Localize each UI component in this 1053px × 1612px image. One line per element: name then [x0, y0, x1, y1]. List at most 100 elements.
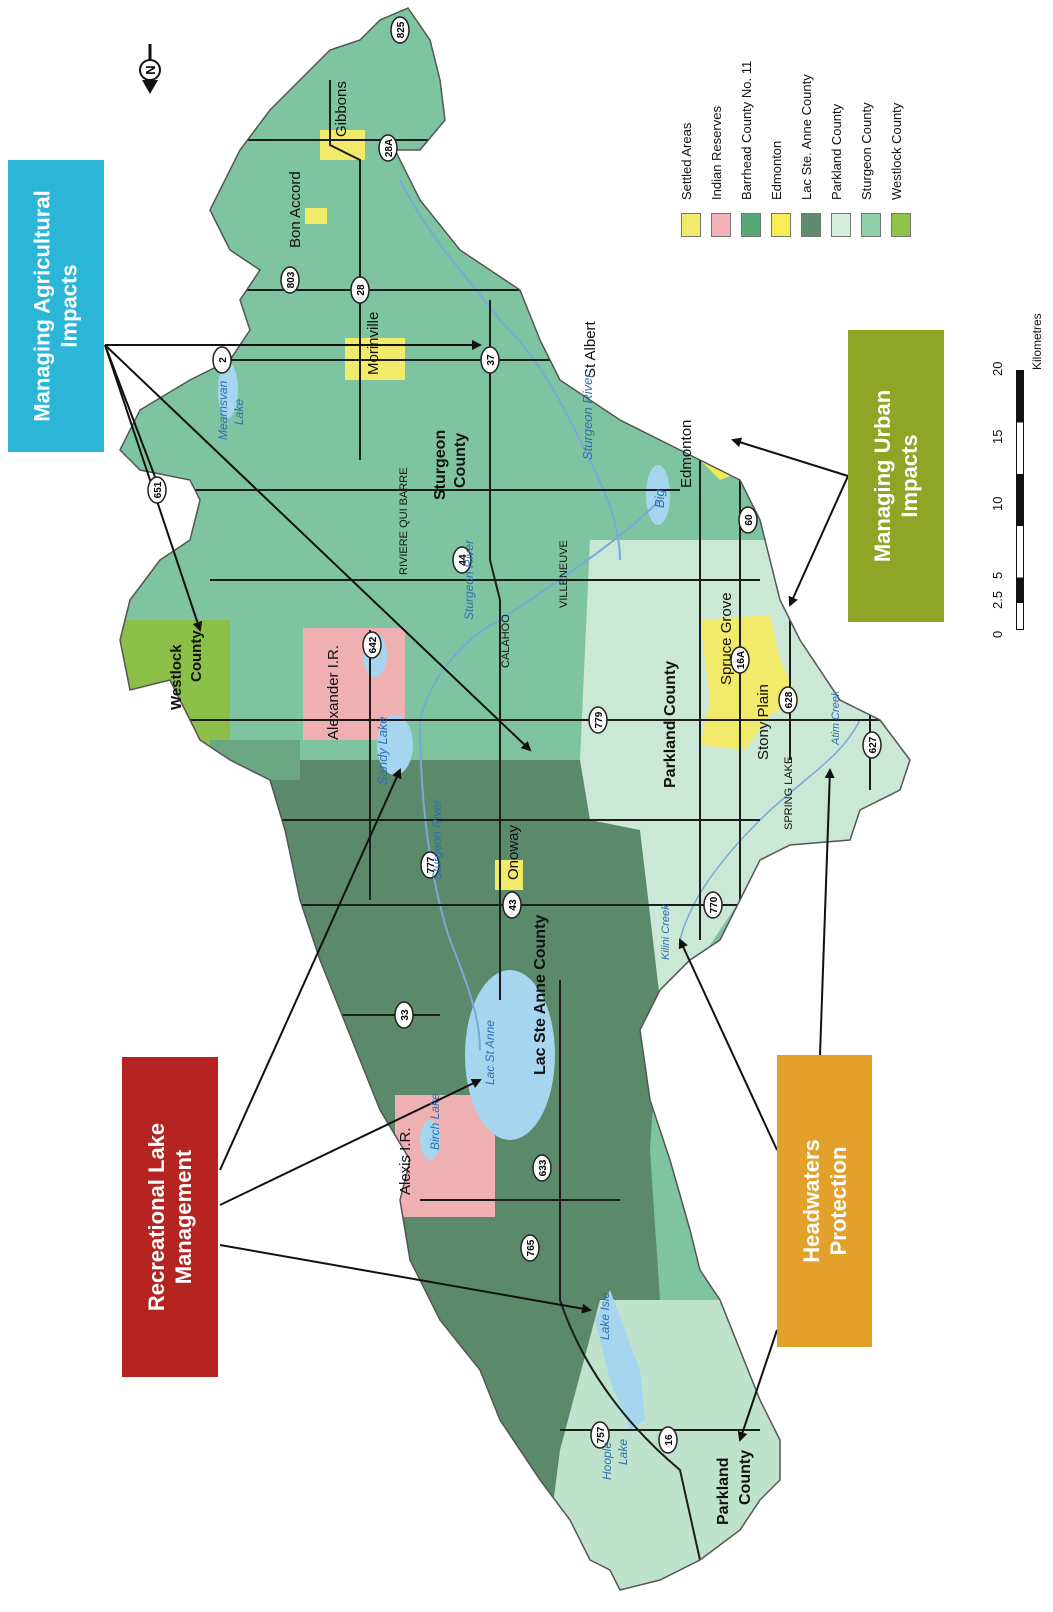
highway-shield-803: 803 — [280, 266, 300, 294]
map-label-big: Big — [652, 489, 667, 508]
highway-shield-765: 765 — [520, 1234, 540, 1262]
highway-shield-777: 777 — [420, 851, 440, 879]
map-label-bon-accord: Bon Accord — [287, 171, 304, 248]
callout-head-line2: Protection — [825, 1146, 851, 1256]
legend-swatch — [681, 213, 701, 237]
legend-label: Indian Reserves — [709, 106, 724, 200]
highway-shield-628: 628 — [778, 686, 798, 714]
legend-label: Barrhead County No. 11 — [739, 60, 754, 200]
arrow-rec-2 — [219, 1078, 482, 1206]
arrow-rec-1 — [219, 768, 402, 1171]
map-label-alexis: Alexis I.R. — [397, 1127, 414, 1195]
highway-shield-2: 2 — [212, 346, 232, 374]
map-label-parkland-county: Parkland County — [662, 660, 679, 788]
map-label-birch: Birch Lake — [428, 1093, 442, 1150]
highway-shield-627: 627 — [862, 731, 882, 759]
scale-tick-label: 20 — [990, 361, 1005, 376]
legend-label: Settled Areas — [679, 122, 694, 200]
arrow-agri-2 — [104, 344, 532, 752]
north-arrow-icon: N — [139, 44, 161, 94]
map-label-lac-st-anne: Lac St Anne — [483, 1020, 497, 1085]
highway-shield-779: 779 — [588, 706, 608, 734]
north-arrow: N — [130, 40, 170, 100]
highway-shield-633: 633 — [532, 1154, 552, 1182]
scale-tick-label: 15 — [990, 429, 1005, 444]
legend-swatch — [741, 213, 761, 237]
map-label-sandy: Sandy Lake — [375, 716, 390, 785]
map-label-sturgeon-county2: County — [452, 432, 469, 488]
settled-bon-accord — [305, 208, 327, 224]
map-label-morinville: Morinville — [365, 311, 382, 375]
map-label-onoway: Onoway — [505, 824, 522, 880]
map-label-spruce-grove: Spruce Grove — [718, 592, 735, 685]
legend-label: Edmonton — [769, 140, 784, 200]
lake-birch — [420, 1120, 440, 1160]
scale-unit: Kilometres — [1030, 313, 1044, 370]
callout-head-line1: Headwaters — [798, 1139, 824, 1263]
map-label-sturgeon-river3: Sturgeon River — [430, 799, 444, 880]
callout-urban-line1: Managing Urban — [870, 389, 895, 563]
highway-number: 627 — [868, 736, 879, 753]
map-label-hoople2: Lake — [616, 1438, 630, 1465]
highway-number: 642 — [368, 636, 379, 653]
scale-tick-label: 2.5 — [990, 590, 1005, 609]
legend-swatch — [861, 213, 881, 237]
map-label-stony-plain: Stony Plain — [755, 684, 772, 760]
map-label-st-albert: St Albert — [582, 321, 599, 378]
highway-number: 633 — [538, 1159, 549, 1176]
lake-mearnsvan — [218, 362, 238, 418]
arrow-head-3 — [737, 1329, 778, 1442]
scale-tick-label: 5 — [990, 571, 1005, 579]
map-label-parkland-sw2: County — [737, 1449, 754, 1505]
legend-swatch — [801, 213, 821, 237]
legend-label: Sturgeon County — [859, 102, 874, 200]
highway-shield-825: 825 — [390, 16, 410, 44]
highway-number: 779 — [594, 711, 605, 728]
highway-number: 803 — [286, 271, 297, 288]
highway-shield-43: 43 — [502, 891, 522, 919]
arrow-head-1 — [678, 938, 778, 1151]
legend-swatch — [711, 213, 731, 237]
callout-agri-line2: Impacts — [57, 264, 83, 348]
scale-tick-label: 0 — [990, 630, 1005, 638]
legend-swatch — [891, 213, 911, 237]
map-label-mearns: Mearnsvan — [216, 380, 230, 440]
highway-number: 33 — [400, 1009, 411, 1021]
map-label-parkland-sw: Parkland — [715, 1457, 732, 1525]
highway-shield-16a: 16A — [730, 646, 750, 674]
arrow-urban-2 — [788, 475, 849, 607]
map-label-westlock2: County — [188, 630, 205, 682]
map-label-spring-lake: SPRING LAKE — [783, 756, 795, 830]
highway-number: 757 — [596, 1426, 607, 1443]
highway-shield-60: 60 — [738, 506, 758, 534]
highway-shield-37: 37 — [480, 346, 500, 374]
river-sturgeon-middle — [419, 499, 661, 721]
scale-tick-label: 10 — [990, 496, 1005, 511]
map-label-calahoo: CALAHOO — [500, 614, 512, 668]
settled-gibbons — [320, 130, 365, 160]
highway-shield-33: 33 — [394, 1001, 414, 1029]
arrow-agri-4 — [104, 344, 162, 492]
map-label-sturgeon-river: Sturgeon River — [580, 373, 595, 460]
river-sturgeon-west — [419, 719, 481, 1051]
region-parkland-southwest — [540, 1300, 800, 1590]
callout-arrows — [104, 340, 849, 1442]
map-label-hoople: Hoople — [600, 1441, 614, 1480]
arrow-urban-1 — [731, 437, 849, 477]
highway-number: 16A — [736, 651, 747, 669]
callout-urban-line2: Impacts — [897, 434, 922, 518]
highway-shield-28a: 28A — [378, 134, 398, 162]
highway-number: 16 — [664, 1434, 675, 1446]
highway-number: 765 — [526, 1239, 537, 1256]
map-label-villeneuve: VILLENEUVE — [558, 540, 570, 608]
settled-spruce-grove-stony-plain — [700, 615, 800, 750]
map-label-alexander: Alexander I.R. — [325, 644, 342, 740]
map-label-gibbons: Gibbons — [333, 81, 350, 137]
highway-shield-44: 44 — [452, 546, 472, 574]
callout-rec-line2: Management — [171, 1149, 196, 1285]
region-barrhead-county — [210, 740, 300, 780]
